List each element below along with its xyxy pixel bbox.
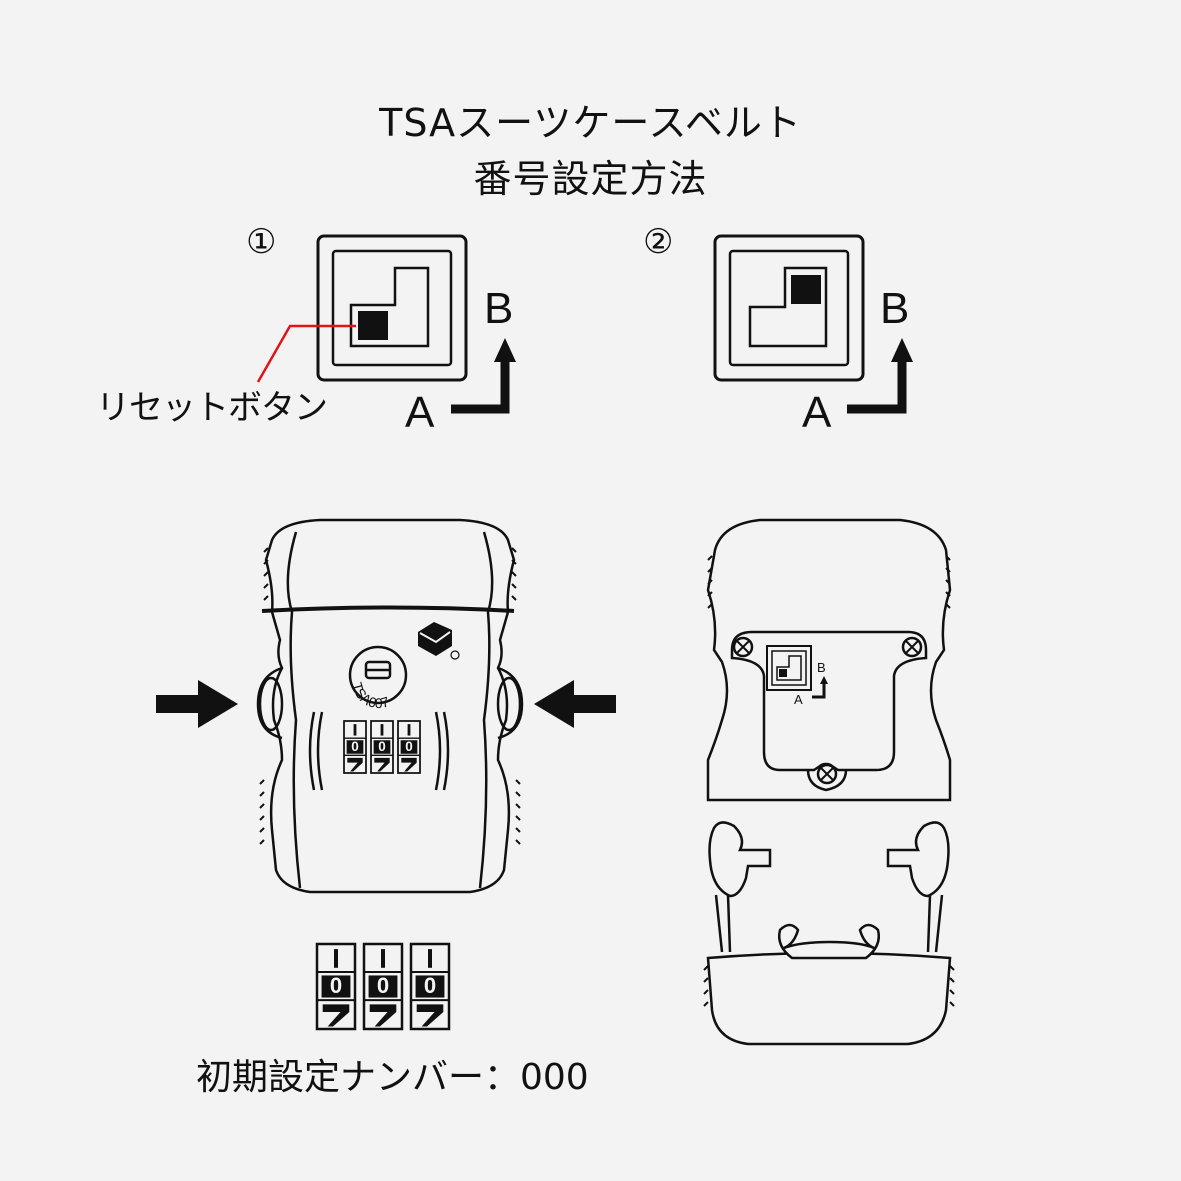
lock-latch-parts: [703, 821, 955, 1046]
step-1-label-b: B: [484, 284, 514, 333]
mini-switch-label-b: B: [817, 660, 826, 675]
reset-button-label: リセットボタン: [96, 388, 328, 428]
step-1-label-a: A: [405, 388, 435, 437]
switch-step-1: [316, 234, 468, 382]
step-2-marker: ②: [643, 222, 674, 262]
front-dial-1: 0: [343, 720, 367, 774]
arrow-a-to-b-step-2: [847, 338, 913, 414]
default-code-label: 初期設定ナンバー：000: [196, 1057, 589, 1098]
step-2-label-b: B: [880, 284, 910, 333]
front-dial-2: 0: [370, 720, 394, 774]
tsa-logo-icon: [418, 622, 460, 660]
mini-arrow-head: [820, 676, 828, 684]
default-code-dial-3: 0: [409, 942, 451, 1031]
default-code-dial-2: 0: [362, 942, 404, 1031]
arrow-a-to-b-step-1: [451, 338, 516, 414]
default-code-dial-1: 0: [315, 942, 357, 1031]
title-line-2: 番号設定方法: [473, 157, 708, 201]
front-dial-3: 0: [397, 720, 421, 774]
front-dial-digit-1: 0: [351, 739, 359, 754]
reset-button-knob-b: [791, 275, 821, 304]
title-line-1: TSAスーツケースベルト: [379, 101, 802, 145]
default-code-dial-digit-2: 0: [377, 973, 389, 998]
lock-front-view: [256, 518, 524, 894]
front-dial-digit-2: 0: [378, 739, 386, 754]
lock-back-view: [706, 518, 952, 802]
front-dial-digit-3: 0: [405, 739, 413, 754]
reset-button-knob: [358, 311, 388, 340]
step-2-label-a: A: [802, 388, 832, 437]
squeeze-arrow-left: [156, 680, 238, 728]
key-cylinder: [348, 645, 408, 705]
front-dial-group: 0 0 0: [343, 720, 421, 774]
step-1-marker: ①: [246, 222, 277, 262]
default-code-dials: 0 0 0: [315, 942, 451, 1031]
mini-switch-label-a: A: [794, 692, 803, 707]
reset-button-pointer: [256, 324, 356, 383]
squeeze-arrow-right: [534, 680, 616, 728]
default-code-dial-digit-3: 0: [424, 973, 436, 998]
switch-step-2: [713, 234, 865, 382]
default-code-dial-digit-1: 0: [330, 973, 342, 998]
